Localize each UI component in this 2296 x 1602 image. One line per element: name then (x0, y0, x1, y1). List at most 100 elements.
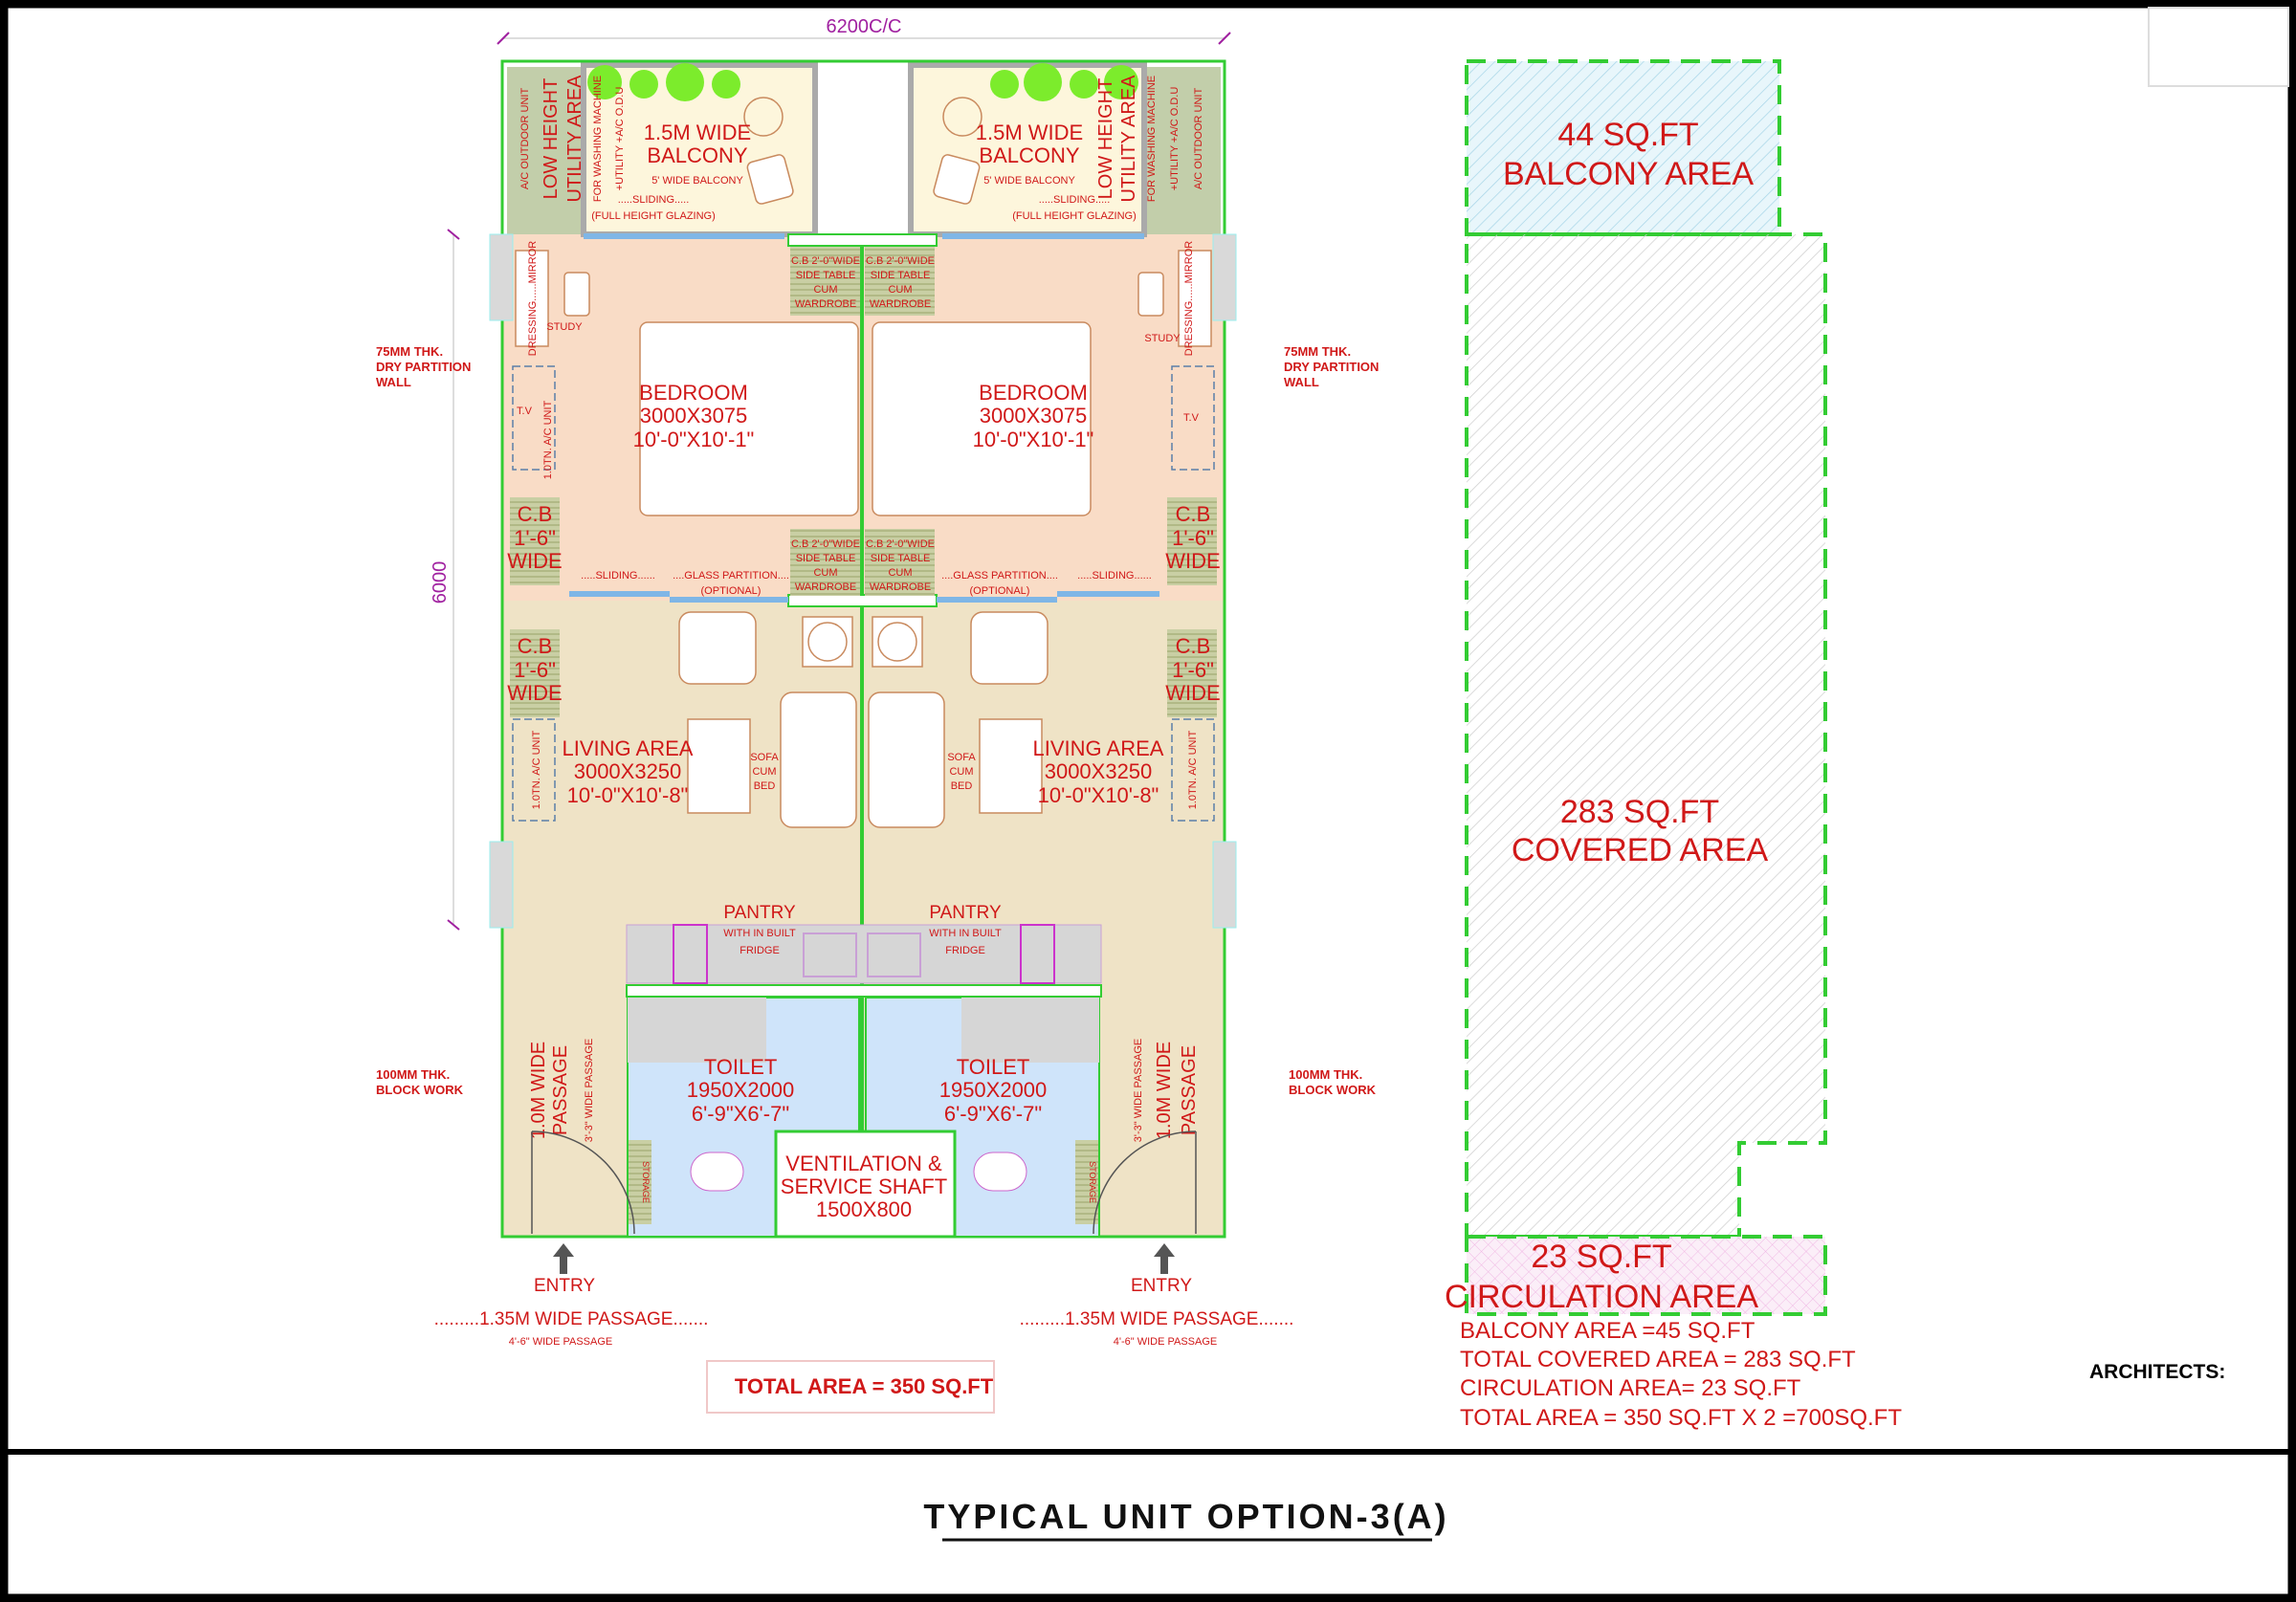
plan-label: 1.0TN. A/C UNIT (542, 400, 554, 479)
ac-unit-living-left: 1.0TN. A/C UNIT (512, 718, 556, 822)
dimension-width: 6200C/C (497, 16, 1231, 45)
storage-left: STORAGE (629, 1140, 651, 1224)
storage-right: STORAGE (1075, 1140, 1098, 1224)
plan-label: C.B (518, 634, 553, 658)
plan-label: .....SLIDING..... (1039, 194, 1111, 206)
bed-icon (872, 321, 1092, 516)
top-wall-stub (787, 233, 938, 247)
living-label-right: LIVING AREA 3000X3250 10'-0"X10'-8" (1033, 736, 1164, 807)
pantry-counter (626, 924, 1102, 984)
plan-label: UTILITY AREA (1118, 75, 1139, 203)
sliding-label-left: .....SLIDING...... (581, 570, 655, 582)
glass-partition-label-right: ....GLASS PARTITION.... (941, 570, 1058, 582)
entry-arrow-icon (1154, 1243, 1175, 1274)
floor-plan: 1.5M WIDE BALCONY 5' WIDE BALCONY .....S… (489, 59, 1237, 1239)
plan-label: 5' WIDE BALCONY (651, 175, 743, 187)
balcony-table-icon (942, 97, 982, 137)
sink-icon (803, 933, 857, 977)
plan-label: COVERED AREA (1512, 832, 1769, 868)
utility-right (1144, 67, 1221, 234)
wc-icon (690, 1152, 744, 1192)
plan-label: A/C OUTDOOR UNIT (519, 88, 531, 190)
plan-label: FOR WASHING MACHINE (592, 76, 604, 202)
plan-label: WIDE (507, 549, 562, 573)
plan-label: 1'-6" (1172, 658, 1214, 682)
armchair-icon (970, 611, 1049, 685)
plan-label: TOILET (704, 1055, 778, 1079)
architects-label: ARCHITECTS: (2089, 1361, 2225, 1383)
mid-wall-stub (787, 594, 938, 607)
plan-label: (FULL HEIGHT GLAZING) (591, 210, 716, 222)
bedroom-label-left: BEDROOM 3000X3075 10'-0"X10'-1" (633, 381, 755, 451)
plan-label: WARDROBE (795, 298, 856, 310)
plan-label: WALL (376, 375, 411, 389)
plan-label: T.V (517, 406, 533, 417)
plan-label: PANTRY (723, 903, 796, 923)
plan-label: CUM (813, 284, 837, 296)
passage-label-right: 3'-3" WIDE PASSAGE 1.0M WIDE PASSAGE (1133, 1039, 1200, 1143)
plan-label: BALCONY AREA (1503, 156, 1754, 192)
living-label-left: LIVING AREA 3000X3250 10'-0"X10'-8" (563, 736, 694, 807)
plan-label: C.B 2'-0"WIDE (866, 538, 935, 550)
plan-label: STORAGE (1088, 1161, 1097, 1203)
wc-icon (973, 1152, 1027, 1192)
plan-label: C.B (1176, 502, 1211, 526)
plan-label: 3000X3250 (574, 759, 682, 783)
plan-label: FRIDGE (945, 945, 985, 956)
plan-label: C.B (1176, 634, 1211, 658)
plan-label: 75MM THK. (376, 344, 443, 359)
plan-label: TOTAL AREA = 350 SQ.FT (735, 1374, 994, 1398)
armchair-icon (678, 611, 757, 685)
wash-counter (961, 998, 1099, 1063)
sofa-cum-bed-icon (868, 691, 945, 828)
plan-label: CUM (888, 567, 912, 579)
plan-label: +UTILITY +A/C O.D.U (614, 87, 626, 191)
plan-label: LIVING AREA (563, 736, 694, 760)
entry-left: ENTRY .........1.35M WIDE PASSAGE.......… (434, 1243, 708, 1348)
plan-label: 100MM THK. (376, 1067, 450, 1082)
plan-label: 4'-6" WIDE PASSAGE (1114, 1336, 1218, 1348)
plan-label: 5' WIDE BALCONY (983, 175, 1075, 187)
plan-label: 283 SQ.FT (1560, 794, 1719, 830)
dressing-study-left: DRESSING......MIRROR STUDY (515, 241, 590, 356)
plan-label: UTILITY AREA (564, 75, 585, 203)
plan-label: STORAGE (641, 1161, 651, 1203)
plan-label: C.B (518, 502, 553, 526)
plant-icon (587, 63, 1138, 101)
plan-label: FOR WASHING MACHINE (1146, 76, 1158, 202)
plan-label: DRY PARTITION (1284, 360, 1379, 374)
plan-label: DRY PARTITION (376, 360, 471, 374)
plan-label: 1.5M WIDE (976, 121, 1083, 144)
ventilation-shaft (774, 1130, 957, 1239)
sofa-cum-bed-icon (780, 691, 857, 828)
plan-label: 10'-0"X10'-1" (973, 428, 1094, 451)
column (1212, 233, 1237, 321)
plan-label: WIDE (507, 681, 562, 705)
plan-label: BEDROOM (979, 381, 1088, 405)
cupboard-right-2: C.B1'-6"WIDE (1165, 629, 1221, 717)
utility-label-left: A/C OUTDOOR UNIT LOW HEIGHT UTILITY AREA… (519, 75, 626, 203)
plan-label: 1'-6" (1172, 526, 1214, 550)
plan-label: BALCONY (979, 143, 1079, 167)
plan-label: WIDE (1165, 549, 1220, 573)
plan-label: 10'-0"X10'-8" (567, 783, 689, 807)
passage-label-left: 1.0M WIDE PASSAGE 3'-3" WIDE PASSAGE (528, 1039, 595, 1143)
cupboard-left-1: C.B1'-6"WIDE (507, 497, 563, 585)
plan-label: WALL (1284, 375, 1319, 389)
plan-label: TOTAL AREA = 350 SQ.FT X 2 =700SQ.FT (1460, 1405, 1902, 1431)
area-notes: BALCONY AREA =45 SQ.FT TOTAL COVERED ARE… (1460, 1318, 1902, 1431)
glass-optional-label-right: (OPTIONAL) (970, 585, 1030, 597)
plan-label: BED (951, 780, 973, 792)
block-work-note-left: 100MM THK. BLOCK WORK (376, 1067, 464, 1097)
plan-label: 1'-6" (514, 658, 556, 682)
